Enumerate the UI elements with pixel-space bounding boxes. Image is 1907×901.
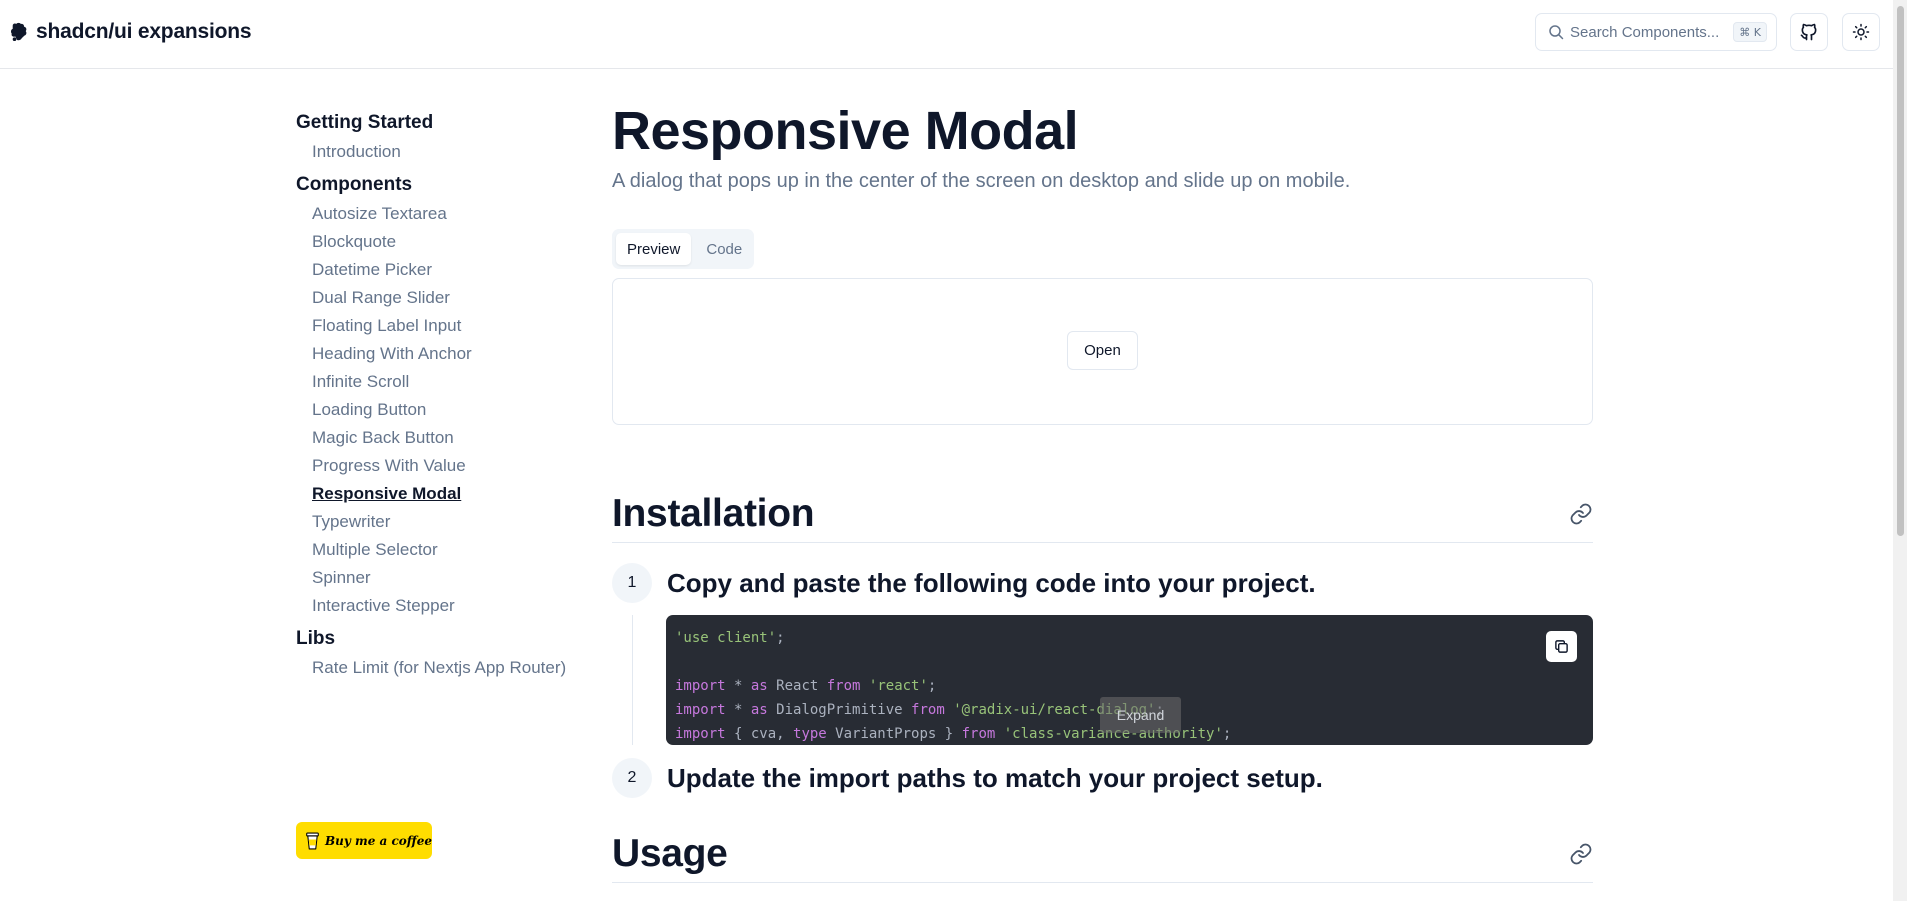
puzzle-logo-icon [11,22,27,41]
code-line: import * as React from 'react'; [675,674,1584,698]
sidebar-nav: Getting Started Introduction Components … [296,108,586,686]
sidebar-item-magic-back-button[interactable]: Magic Back Button [312,428,454,447]
code-token: React [767,678,827,694]
sidebar-heading-libs: Libs [296,628,336,649]
step-text: Copy and paste the following code into y… [667,567,1316,598]
code-block: 'use client';import * as React from 'rea… [666,615,1593,745]
sidebar-item-interactive-stepper[interactable]: Interactive Stepper [312,596,455,615]
code-token: import [675,702,726,718]
code-token [945,702,953,718]
buy-me-a-coffee-button[interactable]: Buy me a coffee [296,822,432,859]
tab-code[interactable]: Code [706,240,743,258]
search-shortcut-badge: ⌘ K [1733,22,1767,42]
install-step-2: 2 Update the import paths to match your … [612,758,1323,798]
sidebar-item-blockquote[interactable]: Blockquote [312,232,397,251]
brand-name: shadcn/ui expansions [36,20,252,43]
code-token: from [961,726,996,742]
code-lines: 'use client';import * as React from 'rea… [675,626,1584,745]
sidebar-item-multiple-selector[interactable]: Multiple Selector [312,540,438,559]
copy-code-button[interactable] [1546,631,1577,662]
sidebar-group-libs: Rate Limit (for Nextjs App Router) [296,654,586,682]
usage-title: Usage [612,832,728,875]
code-token: import [675,678,726,694]
tab-preview[interactable]: Preview [616,233,692,265]
step-text: Update the import paths to match your pr… [667,762,1323,793]
code-line: import { cva, type VariantProps } from '… [675,722,1584,745]
top-header: shadcn/ui expansions Search Components..… [0,0,1893,69]
scrollbar-thumb[interactable] [1897,6,1904,536]
sidebar-group-getting-started: Introduction [296,138,586,166]
theme-toggle-button[interactable] [1842,13,1880,51]
code-token: ; [1222,726,1232,742]
search-placeholder: Search Components... [1570,23,1720,41]
preview-code-tabs: Preview Code [612,229,754,269]
brand-link[interactable]: shadcn/ui expansions [10,20,252,44]
sidebar-item-infinite-scroll[interactable]: Infinite Scroll [312,372,410,391]
code-token: ; [776,630,785,646]
code-token: as [750,678,768,694]
code-token: 'react' [868,678,928,694]
code-token: ; [927,678,937,694]
sidebar-group-components: Autosize Textarea Blockquote Datetime Pi… [296,200,586,620]
code-token: DialogPrimitive [767,702,912,718]
installation-title: Installation [612,492,815,535]
sidebar-item-loading-button[interactable]: Loading Button [312,400,427,419]
sidebar-item-dual-range-slider[interactable]: Dual Range Slider [312,288,450,307]
step-number: 1 [612,563,652,603]
code-line [675,650,1584,674]
preview-panel: Open [612,278,1593,425]
page-subtitle: A dialog that pops up in the center of t… [612,170,1351,192]
github-icon [1800,23,1817,41]
sun-icon [1852,23,1870,41]
code-token: from [911,702,945,718]
sidebar-item-introduction[interactable]: Introduction [312,142,401,161]
link-icon[interactable] [1569,842,1593,866]
code-line: 'use client'; [675,626,1584,650]
step-number: 2 [612,758,652,798]
sidebar-item-heading-with-anchor[interactable]: Heading With Anchor [312,344,472,363]
install-step-1: 1 Copy and paste the following code into… [612,563,1316,603]
expand-code-button[interactable]: Expand [1100,697,1181,733]
buy-me-a-coffee-label: Buy me a coffee [325,833,432,848]
sidebar-item-responsive-modal[interactable]: Responsive Modal [312,484,462,503]
step-connector-line [632,615,633,745]
link-icon[interactable] [1569,502,1593,526]
code-token [860,678,868,694]
installation-heading: Installation [612,492,1593,543]
sidebar-item-rate-limit[interactable]: Rate Limit (for Nextjs App Router) [312,658,567,677]
code-token: type [793,726,827,742]
sidebar-item-autosize-textarea[interactable]: Autosize Textarea [312,204,447,223]
page-title: Responsive Modal [612,101,1079,161]
sidebar-item-datetime-picker[interactable]: Datetime Picker [312,260,432,279]
code-token [995,726,1003,742]
code-token: * [725,678,751,694]
copy-icon [1555,640,1568,653]
code-token: * [725,702,751,718]
coffee-cup-icon [306,832,319,849]
code-token: { cva, [725,726,794,742]
code-token: import [675,726,726,742]
code-token: as [750,702,768,718]
search-components-button[interactable]: Search Components... ⌘ K [1535,13,1777,51]
open-modal-button[interactable]: Open [1067,331,1138,370]
github-button[interactable] [1790,13,1828,51]
code-token: from [826,678,861,694]
sidebar-item-typewriter[interactable]: Typewriter [312,512,391,531]
search-icon [1549,25,1564,40]
sidebar-item-floating-label-input[interactable]: Floating Label Input [312,316,462,335]
sidebar-item-spinner[interactable]: Spinner [312,568,371,587]
code-token: 'use client' [675,630,777,646]
sidebar-item-progress-with-value[interactable]: Progress With Value [312,456,466,475]
sidebar-heading-getting-started: Getting Started [296,112,434,133]
sidebar-heading-components: Components [296,174,413,195]
usage-heading: Usage [612,832,1593,883]
page-scrollbar[interactable] [1893,0,1907,901]
code-token: VariantProps } [826,726,962,742]
